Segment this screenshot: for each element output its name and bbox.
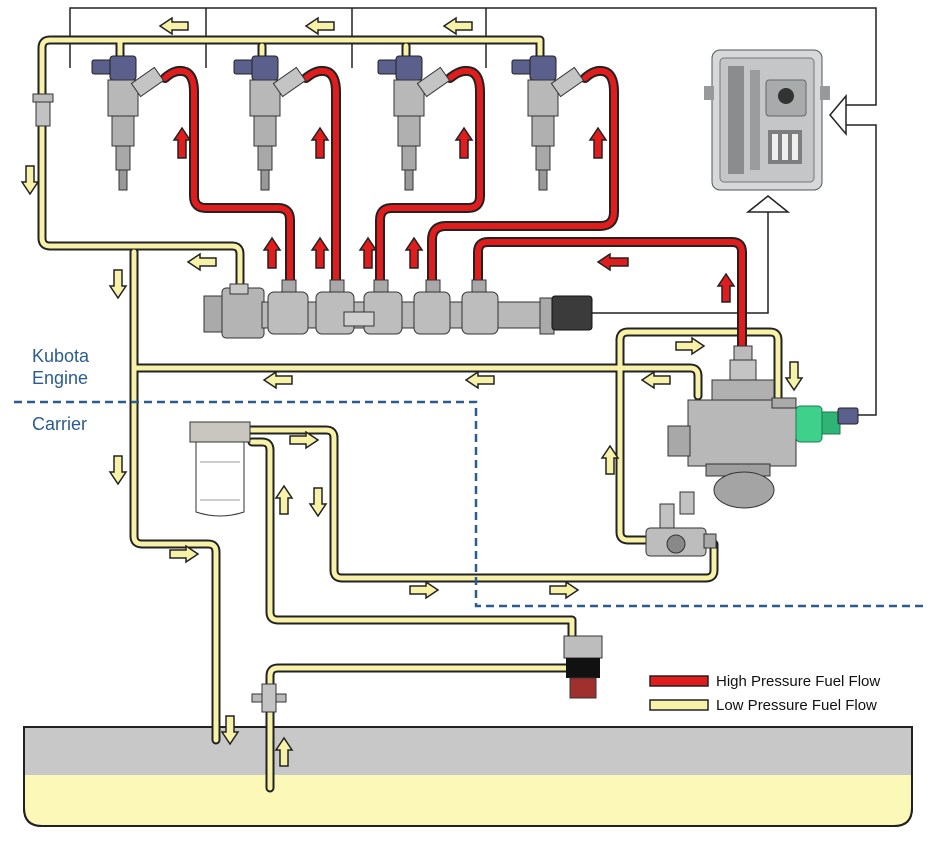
ecu-input-triangle	[745, 93, 847, 213]
legend-label-low-pressure: Low Pressure Fuel Flow	[716, 697, 877, 714]
legend-label-high-pressure: High Pressure Fuel Flow	[716, 673, 881, 690]
feed-pump-icon	[645, 491, 717, 557]
injector-4	[511, 55, 585, 191]
fuel-filter-icon	[189, 421, 251, 517]
engine-carrier-boundary	[14, 400, 926, 608]
injector-icon	[511, 55, 585, 191]
flow-arrows	[20, 16, 804, 767]
legend-swatch-high	[649, 675, 709, 687]
legend-swatches	[649, 675, 709, 711]
injector-icon	[377, 55, 451, 191]
fuel-pump-icon	[667, 345, 797, 509]
return-valve	[32, 93, 54, 127]
sensor-icon	[795, 405, 859, 443]
injector-icon	[233, 55, 307, 191]
ecu-icon	[704, 49, 830, 191]
low-pressure-lines	[37, 35, 783, 793]
injector-icon	[91, 55, 165, 191]
high-pressure-lines	[160, 65, 747, 351]
signal-wires	[69, 7, 877, 416]
zone-label-engine-line1: Kubota	[32, 346, 90, 366]
injector-1	[91, 55, 165, 191]
zone-label-carrier: Carrier	[32, 414, 88, 434]
tank-pickup-icon	[251, 683, 287, 713]
water-separator-icon	[563, 635, 603, 699]
legend-swatch-low	[649, 699, 709, 711]
fuel-rail-icon	[203, 279, 593, 339]
injector-2	[233, 55, 307, 191]
fuel-tank	[23, 726, 913, 827]
zone-label-engine-line2: Engine	[32, 368, 89, 388]
injector-3	[377, 55, 451, 191]
